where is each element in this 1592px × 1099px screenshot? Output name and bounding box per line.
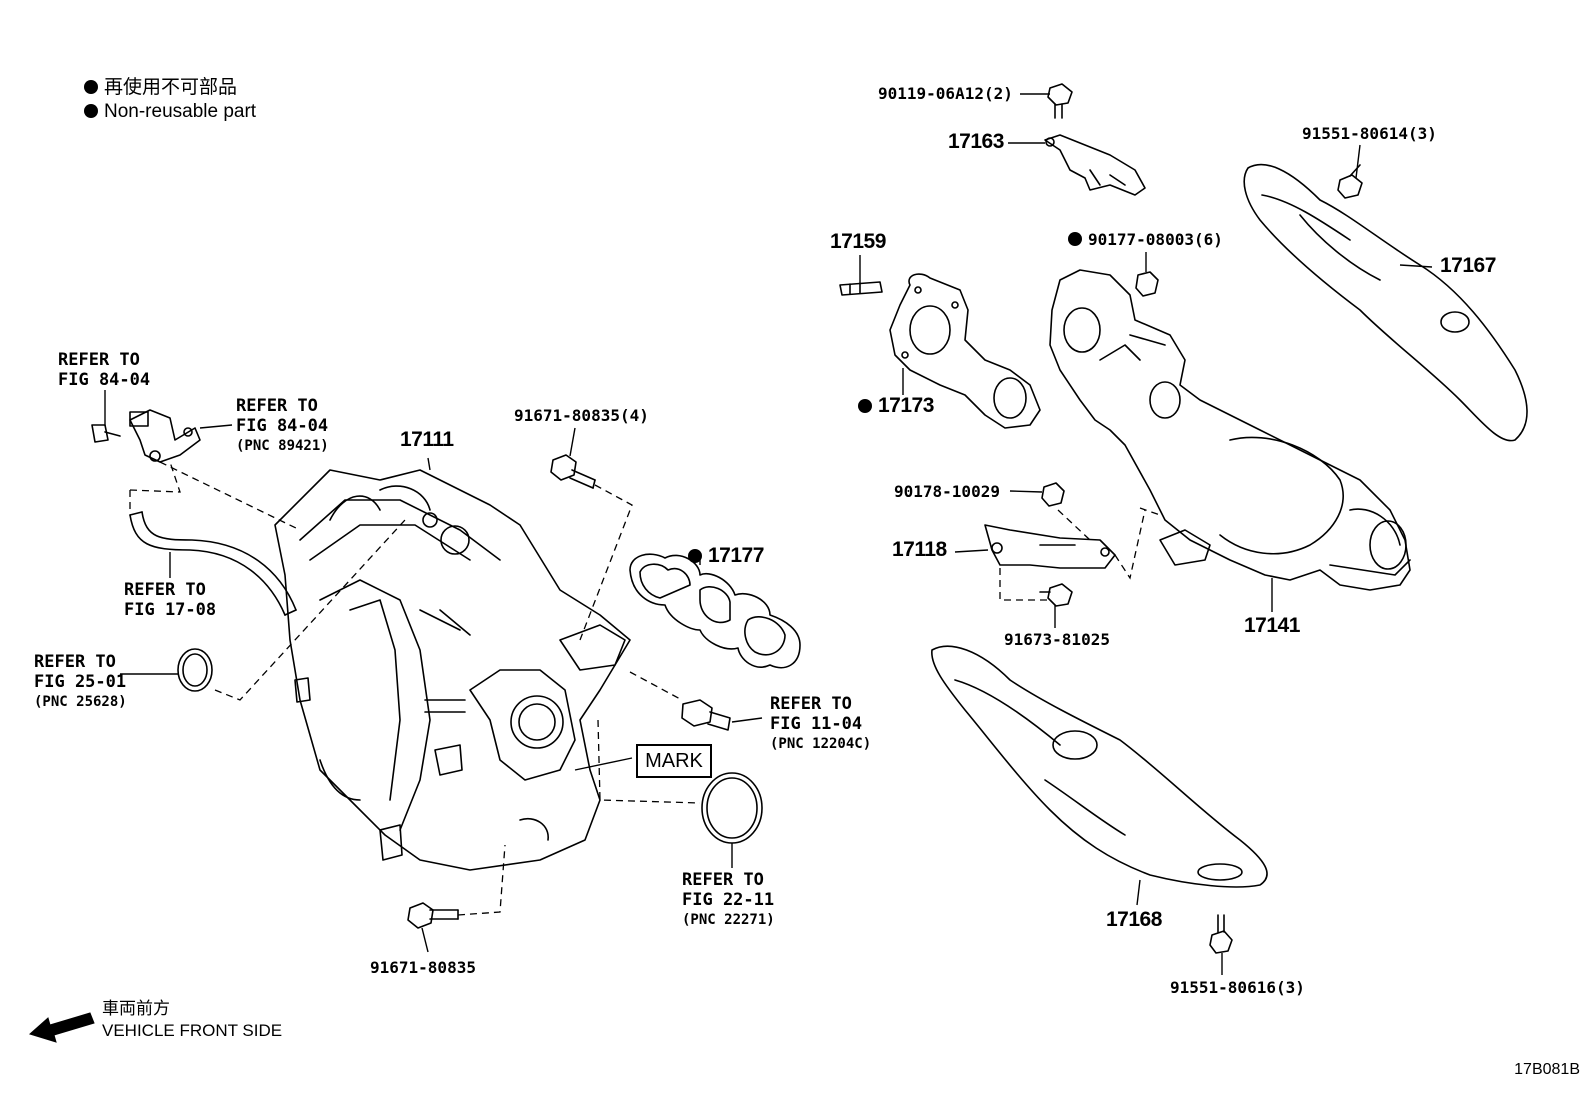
part-label-91671-80835-4: 91671-80835(4) xyxy=(514,406,649,425)
heat-insulator-upper-drawing xyxy=(1243,163,1528,442)
part-label-91673-81025: 91673-81025 xyxy=(1004,630,1110,649)
non-reusable-dot-icon xyxy=(84,80,98,94)
bolt-90119-drawing xyxy=(1047,83,1073,119)
non-reusable-dot-icon xyxy=(84,104,98,118)
part-label-91551-80614: 91551-80614(3) xyxy=(1302,124,1437,143)
legend-jp: 再使用不可部品 xyxy=(84,76,237,100)
mark-label: MARK xyxy=(636,744,712,778)
bolt-top-drawing xyxy=(550,454,596,489)
bolt-91551-top-drawing xyxy=(1337,164,1363,199)
front-arrow-icon xyxy=(29,1012,95,1043)
non-reusable-dot-icon xyxy=(858,399,872,413)
part-label-17173: 17173 xyxy=(858,395,934,416)
nut-90178-drawing xyxy=(1041,482,1065,507)
part-label-91671-80835: 91671-80835 xyxy=(370,958,476,977)
bolt-bottom-drawing xyxy=(407,902,459,929)
gasket-ring-left-drawing xyxy=(177,648,213,692)
part-label-17167: 17167 xyxy=(1440,254,1496,277)
sensor-part-drawing xyxy=(91,409,201,463)
part-label-17159: 17159 xyxy=(830,230,886,253)
part-label-17177: 17177 xyxy=(688,545,764,566)
exhaust-gasket-drawing xyxy=(889,273,1041,429)
legend-en: Non-reusable part xyxy=(84,100,256,124)
nut-90177-drawing xyxy=(1135,271,1159,297)
heat-insulator-lower-drawing xyxy=(931,645,1268,888)
bolt-91673-drawing xyxy=(1039,583,1073,607)
part-label-90178-10029: 90178-10029 xyxy=(894,482,1000,501)
stud-drawing xyxy=(839,281,883,296)
diagram-code: 17B081B xyxy=(1514,1061,1580,1078)
hose-drawing xyxy=(129,511,297,616)
part-label-17118: 17118 xyxy=(892,538,947,561)
part-label-90177-08003: 90177-08003(6) xyxy=(1068,230,1223,250)
part-label-90119-06a12: 90119-06A12(2) xyxy=(878,84,1013,103)
non-reusable-dot-icon xyxy=(688,549,702,563)
part-label-17163: 17163 xyxy=(948,130,1004,153)
part-label-17141: 17141 xyxy=(1244,614,1300,637)
intake-gasket-drawing xyxy=(629,553,801,669)
bracket-17163-drawing xyxy=(1044,134,1146,196)
part-label-17168: 17168 xyxy=(1106,908,1162,931)
part-label-91551-80616: 91551-80616(3) xyxy=(1170,978,1305,997)
bracket-17118-drawing xyxy=(984,524,1116,569)
throttle-gasket-drawing xyxy=(701,772,763,844)
intake-manifold-drawing xyxy=(274,469,631,871)
exhaust-manifold-drawing xyxy=(1049,269,1411,591)
vehicle-front-label: 車両前方 VEHICLE FRONT SIDE xyxy=(102,999,283,1040)
non-reusable-dot-icon xyxy=(1068,232,1082,246)
plug-drawing xyxy=(681,699,731,731)
part-label-17111: 17111 xyxy=(400,428,454,451)
bolt-91551-bottom-drawing xyxy=(1209,914,1233,954)
